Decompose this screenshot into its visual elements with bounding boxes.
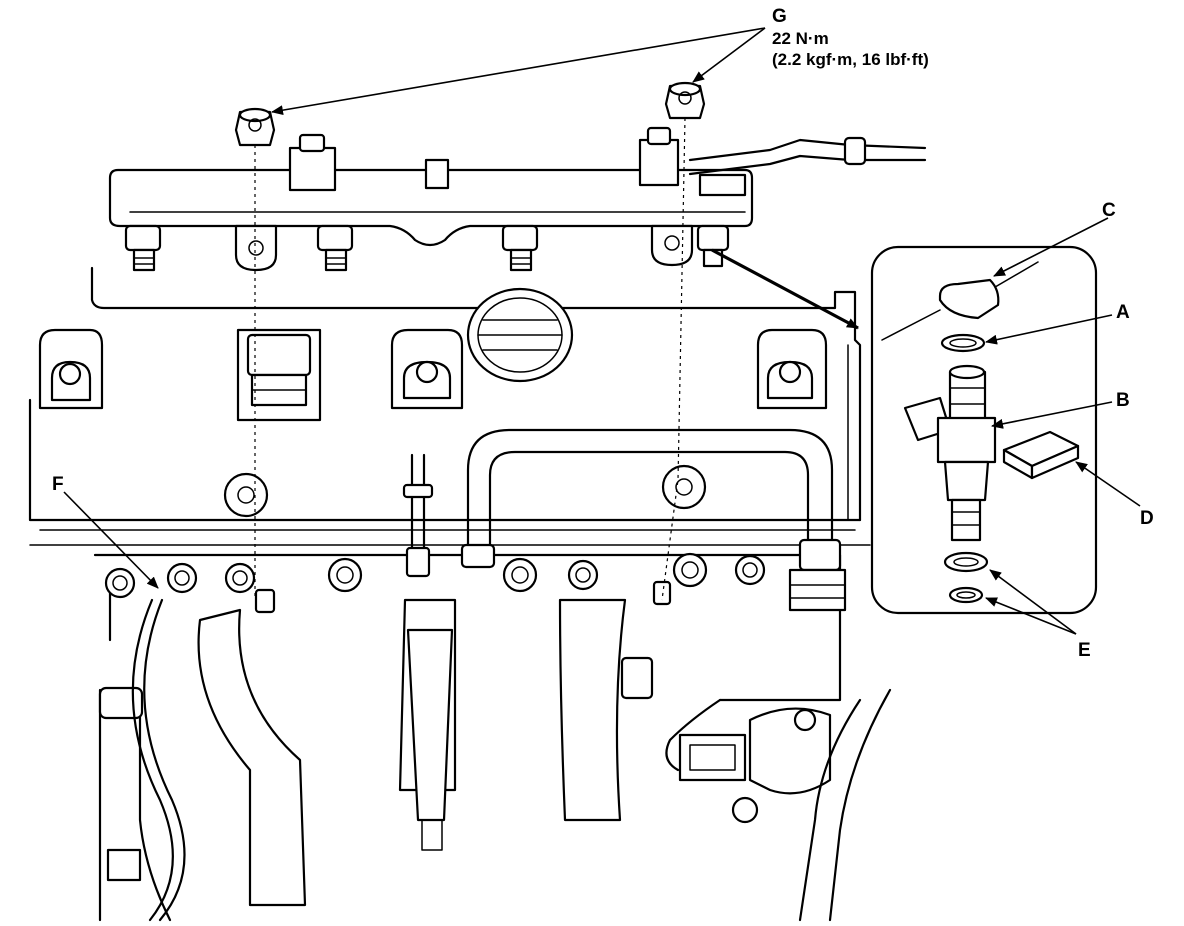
- sensor-connector: [665, 688, 892, 922]
- leader-lines: [63, 27, 1141, 635]
- injector-2: [316, 224, 354, 272]
- detail-inset: [870, 245, 1098, 615]
- oil-filler-cap: [466, 287, 574, 383]
- injector-4: [696, 224, 730, 268]
- fuel-rail: [108, 126, 927, 272]
- label-e: E: [1078, 640, 1091, 661]
- injector-3: [501, 224, 539, 272]
- coolant-pipe-left: [98, 686, 172, 922]
- flange-nut-left: [234, 107, 276, 147]
- label-b: B: [1116, 390, 1130, 411]
- detail-pointer-arrow: [711, 248, 859, 330]
- vacuum-pipe: [402, 453, 434, 578]
- torque-spec-line1: 22 N·m: [772, 29, 829, 48]
- head-boss-3: [390, 328, 464, 410]
- label-a: A: [1116, 302, 1130, 323]
- intake-manifold: [93, 552, 842, 907]
- alignment-lines: [254, 117, 686, 601]
- manifold-ports: [104, 552, 766, 599]
- fuel-hose-loop: [460, 428, 847, 612]
- fuel-injector-b: [903, 364, 997, 542]
- flange-nut-right: [664, 81, 706, 120]
- rail-mount-hole-right: [661, 464, 707, 510]
- o-ring-a: [940, 333, 986, 353]
- head-boss-4: [756, 328, 828, 410]
- cushion-ring-c: [938, 278, 1000, 320]
- o-ring-e-upper: [943, 551, 989, 573]
- label-f: F: [52, 474, 64, 495]
- wire-harness: [131, 598, 186, 922]
- seal-ring-e-lower: [948, 586, 984, 604]
- label-c: C: [1102, 200, 1116, 221]
- label-d: D: [1140, 508, 1154, 529]
- injector-1: [124, 224, 162, 272]
- injector-clip-d: [1002, 430, 1080, 480]
- rail-mount-hole-left: [223, 472, 269, 518]
- head-boss-1: [38, 328, 104, 410]
- cylinder-head: [28, 266, 871, 546]
- head-boss-2: [236, 328, 322, 422]
- label-g: G: [772, 6, 787, 27]
- torque-spec-line2: (2.2 kgf·m, 16 lbf·ft): [772, 50, 929, 69]
